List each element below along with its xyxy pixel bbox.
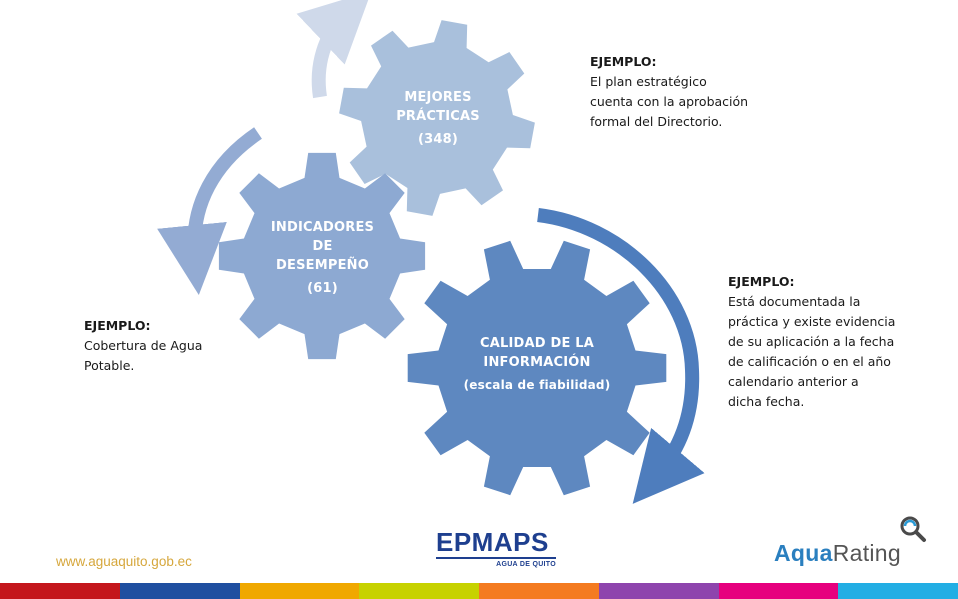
color-stripe xyxy=(0,583,958,599)
gear-count: (escala de fiabilidad) xyxy=(463,378,611,392)
gear-label-line: DE xyxy=(312,239,333,254)
example-line: dicha fecha. xyxy=(728,394,805,409)
gear-label-line: INDICADORES xyxy=(270,220,375,235)
gear-performance-indicators xyxy=(218,152,426,360)
gear-count: (61) xyxy=(307,281,338,296)
gear-label-best-practices: MEJORES PRÁCTICAS (348) xyxy=(368,88,508,149)
example-line: Está documentada la xyxy=(728,294,861,309)
color-stripe-segment xyxy=(359,583,479,599)
example-line: de calificación o en el año xyxy=(728,354,891,369)
gear-label-line: PRÁCTICAS xyxy=(396,109,480,124)
aquarating-aqua: Aqua xyxy=(774,540,833,566)
gear-information-quality xyxy=(407,240,667,496)
aquarating-logo: AquaRating xyxy=(774,516,926,567)
example-line: formal del Directorio. xyxy=(590,114,723,129)
cycle-arrow-top xyxy=(296,0,372,99)
gear-count: (348) xyxy=(417,132,459,147)
aquarating-rating: Rating xyxy=(832,540,901,566)
epmaps-brand: EPMAPS xyxy=(436,528,556,559)
example-title: EJEMPLO: xyxy=(728,274,795,289)
color-stripe-segment xyxy=(598,583,719,599)
epmaps-logo: EPMAPS AGUA DE QUITO xyxy=(436,528,556,568)
color-stripe-segment xyxy=(479,583,599,599)
example-line: cuenta con la aprobación xyxy=(590,94,749,109)
gear-label-performance: INDICADORES DE DESEMPEÑO (61) xyxy=(250,218,395,298)
example-line: Potable. xyxy=(84,358,135,373)
example-line: El plan estratégico xyxy=(590,74,707,89)
cycle-arrow-left xyxy=(157,127,262,296)
website-link[interactable]: www.aguaquito.gob.ec xyxy=(56,554,192,569)
gear-label-line: MEJORES xyxy=(404,90,472,105)
epmaps-tagline: AGUA DE QUITO xyxy=(496,561,556,568)
example-line: calendario anterior a xyxy=(728,374,859,389)
example-line: Cobertura de Agua xyxy=(84,338,203,353)
gear-label-line: DESEMPEÑO xyxy=(276,258,369,273)
example-middle-right: EJEMPLO: Está documentada la práctica y … xyxy=(728,272,895,412)
example-line: de su aplicación a la fecha xyxy=(728,334,895,349)
color-stripe-segment xyxy=(718,583,839,599)
gear-label-line: INFORMACIÓN xyxy=(483,355,591,370)
cycle-arrow-right xyxy=(537,208,705,504)
example-left: EJEMPLO: Cobertura de Agua Potable. xyxy=(84,316,202,376)
example-title: EJEMPLO: xyxy=(84,318,151,333)
gear-label-quality: CALIDAD DE LA INFORMACIÓN (escala de fia… xyxy=(452,334,622,395)
color-stripe-segment xyxy=(239,583,360,599)
color-stripe-segment xyxy=(838,583,958,599)
gear-best-practices xyxy=(339,20,535,216)
example-top-right: EJEMPLO: El plan estratégico cuenta con … xyxy=(590,52,748,132)
color-stripe-segment xyxy=(0,583,120,599)
magnifier-icon xyxy=(900,516,926,542)
example-line: práctica y existe evidencia xyxy=(728,314,896,329)
color-stripe-segment xyxy=(119,583,240,599)
example-title: EJEMPLO: xyxy=(590,54,657,69)
gear-label-line: CALIDAD DE LA xyxy=(479,336,595,351)
